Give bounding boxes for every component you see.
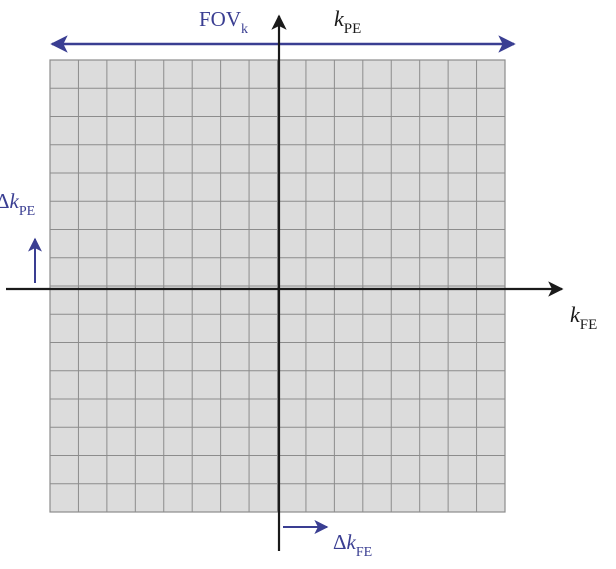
- delta-k-fe-label: ΔkFE: [333, 530, 372, 560]
- delta-k-fe-label-delta: Δ: [333, 530, 347, 554]
- delta-k-pe-label-sub: PE: [19, 204, 35, 219]
- delta-k-pe-label-main: k: [10, 189, 20, 213]
- k-space-grid: [49, 59, 506, 513]
- k-fe-label-sub: FE: [580, 317, 598, 333]
- delta-k-fe-label-sub: FE: [356, 545, 372, 560]
- delta-k-pe-label-delta: Δ: [0, 189, 10, 213]
- fov-label-sub: k: [241, 22, 248, 37]
- fov-label-main: FOV: [199, 7, 241, 31]
- k-pe-label-main: k: [334, 6, 345, 31]
- grid-lines: [50, 60, 505, 512]
- delta-k-fe-label-main: k: [347, 530, 357, 554]
- k-fe-label-main: k: [570, 302, 581, 327]
- k-pe-label-sub: PE: [344, 21, 362, 37]
- delta-k-pe-label: ΔkPE: [0, 189, 35, 219]
- k-pe-label: kPE: [334, 6, 361, 37]
- fov-label: FOVk: [199, 7, 248, 37]
- k-fe-label: kFE: [570, 302, 597, 333]
